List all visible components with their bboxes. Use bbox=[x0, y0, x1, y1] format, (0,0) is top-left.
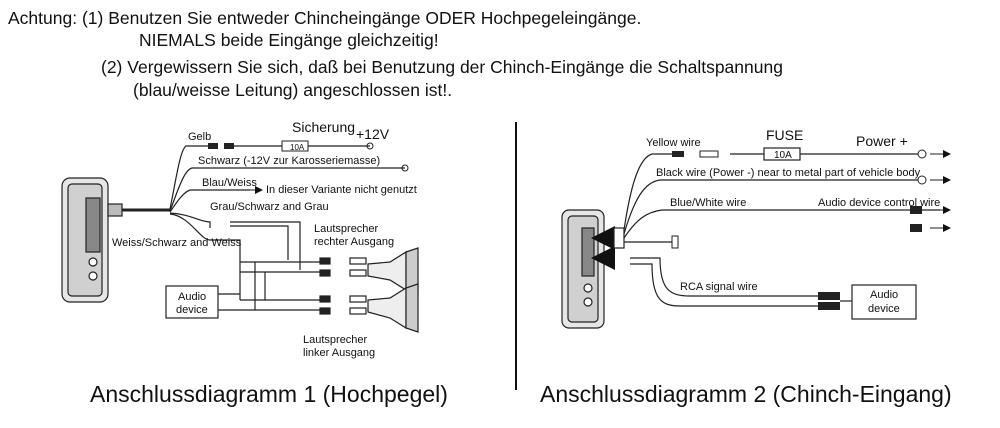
ground-terminal-1 bbox=[401, 164, 409, 172]
rca-plug-1 bbox=[818, 292, 840, 300]
label-plus12v: +12V bbox=[356, 126, 390, 142]
fuse-2-value: 10A bbox=[774, 150, 792, 161]
label-fuse: FUSE bbox=[766, 127, 803, 143]
fuse-2 bbox=[763, 147, 801, 161]
caption-diagram-1: Anschlussdiagramm 1 (Hochpegel) bbox=[90, 381, 448, 407]
connector-control-2 bbox=[910, 224, 922, 232]
warning-line-3: (2) Vergewissern Sie sich, daß bei Benut… bbox=[101, 57, 783, 77]
label-blau-note: In dieser Variante nicht genutzt bbox=[266, 184, 417, 196]
power-terminal-2 bbox=[917, 149, 927, 159]
connector-yellow bbox=[672, 151, 684, 157]
label-audio-2b: device bbox=[868, 303, 900, 315]
label-grau: Grau/Schwarz and Grau bbox=[210, 201, 329, 213]
label-audio-1b: device bbox=[176, 304, 208, 316]
connector-gelb bbox=[208, 143, 218, 149]
label-weiss: Weiss/Schwarz and Weiss bbox=[112, 237, 242, 249]
label-right-speaker-1: Lautsprecher bbox=[314, 223, 379, 235]
warning-line-2: NIEMALS beide Eingänge gleichzeitig! bbox=[139, 30, 439, 50]
caption-diagram-2: Anschlussdiagramm 2 (Chinch-Eingang) bbox=[540, 381, 952, 407]
label-left-speaker-1: Lautsprecher bbox=[303, 334, 368, 346]
diagram-1 bbox=[61, 145, 405, 311]
rca-plug-2 bbox=[818, 302, 840, 310]
label-left-speaker-2: linker Ausgang bbox=[303, 347, 375, 359]
label-bluewhite: Blue/White wire bbox=[670, 197, 746, 209]
label-gelb: Gelb bbox=[188, 131, 211, 143]
label-schwarz: Schwarz (-12V zur Karosseriemasse) bbox=[198, 155, 380, 167]
connector-extra bbox=[671, 235, 679, 249]
fuse-1-value: 10A bbox=[290, 143, 305, 152]
label-sicherung: Sicherung bbox=[292, 119, 355, 135]
fuse-1 bbox=[281, 140, 309, 152]
connector-control bbox=[910, 206, 922, 214]
label-yellow: Yellow wire bbox=[646, 137, 701, 149]
head-unit-2 bbox=[561, 209, 605, 329]
diagram-2 bbox=[561, 153, 940, 329]
power-terminal-1 bbox=[366, 142, 374, 150]
head-unit-1 bbox=[61, 177, 123, 303]
label-audio-2a: Audio bbox=[870, 289, 898, 301]
audio-device-2 bbox=[851, 284, 917, 320]
label-right-speaker-2: rechter Ausgang bbox=[314, 236, 394, 248]
label-power-plus: Power + bbox=[856, 133, 908, 149]
connector-gelb-2 bbox=[224, 143, 234, 149]
speaker-right bbox=[319, 247, 419, 295]
warning-line-1: Achtung: (1) Benutzen Sie entweder Chinc… bbox=[8, 8, 642, 28]
label-audio-1a: Audio bbox=[178, 291, 206, 303]
connector-yellow-2 bbox=[699, 150, 719, 158]
label-rca: RCA signal wire bbox=[680, 281, 758, 293]
label-control: Audio device control wire bbox=[818, 197, 940, 209]
label-blau: Blau/Weiss bbox=[202, 177, 257, 189]
warning-line-4: (blau/weisse Leitung) angeschlossen ist!… bbox=[133, 80, 453, 100]
ground-terminal-2 bbox=[917, 175, 927, 185]
label-black: Black wire (Power -) near to metal part … bbox=[656, 167, 921, 179]
audio-device-1 bbox=[165, 285, 219, 319]
speaker-left bbox=[319, 283, 419, 333]
